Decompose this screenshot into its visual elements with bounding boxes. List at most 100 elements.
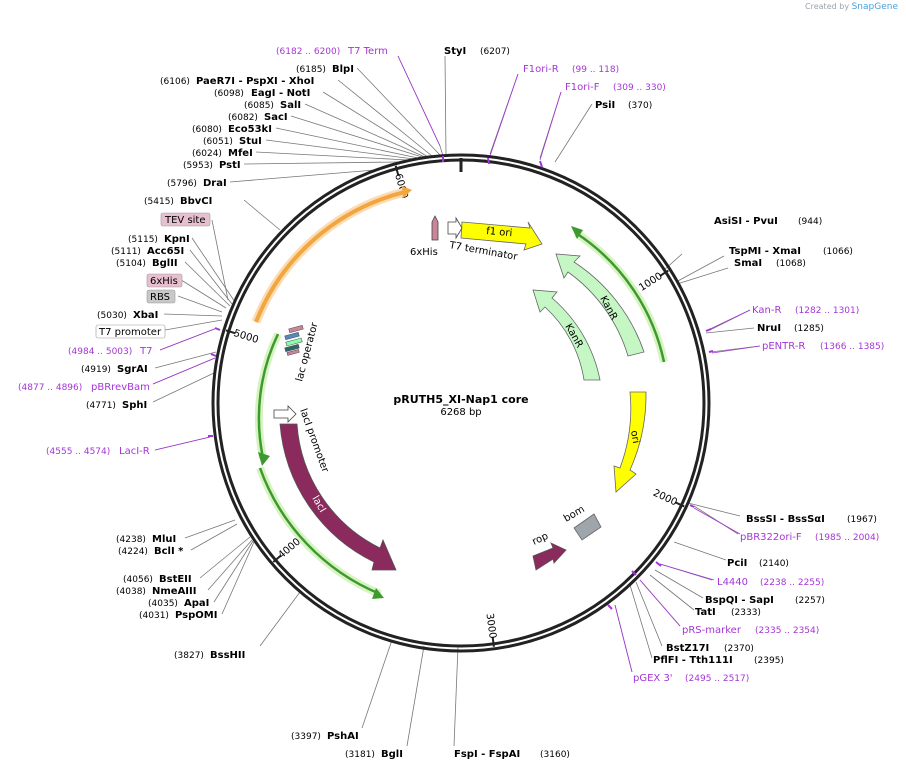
site-pos: (2140) <box>759 559 789 569</box>
tick-label: 1000 <box>637 271 664 294</box>
site-tth111i: PflFI - Tth111I <box>653 655 733 666</box>
primer-pbr322ori-f-pos: (1985 .. 2004) <box>815 533 879 543</box>
green-arc-left-lower-head <box>372 588 384 599</box>
site-pos: (1068) <box>776 259 806 269</box>
snapgene-brand: SnapGene <box>851 2 898 12</box>
site-pos: (6024) <box>192 149 222 159</box>
site-nmeaiii: NmeAIII <box>152 586 196 597</box>
green-arc-left-upper-glow <box>254 332 282 459</box>
site-psti: PstI <box>219 160 241 171</box>
his-mark <box>431 215 439 241</box>
site-pos: (6098) <box>214 89 244 99</box>
t7term-label: T7 terminator <box>447 240 519 263</box>
site-pos: (4035) <box>148 599 178 609</box>
site-styi: StyI <box>444 46 466 57</box>
site-smai: SmaI <box>734 258 762 269</box>
site-pspomi: PspOMI <box>175 610 217 621</box>
his-box-label: 6xHis <box>150 276 178 287</box>
site-bstz17i: BstZ17I <box>666 643 709 654</box>
site-pos: (370) <box>628 101 652 111</box>
tick-mark <box>491 636 495 647</box>
site-sapi: BspQI - SapI <box>705 595 774 606</box>
site-bbvci: BbvCI <box>180 196 212 207</box>
site-sali: SalI <box>280 100 301 111</box>
primer-f1ori-r-pos: (99 .. 118) <box>572 65 619 75</box>
tev-site-label: TEV site <box>164 215 206 226</box>
orange-feature-glow <box>251 187 407 324</box>
primer-kan-r-pos: (1282 .. 1301) <box>795 306 859 316</box>
f1-ori-arrow <box>460 221 543 251</box>
site-tati: TatI <box>695 607 716 618</box>
site-pos: (2257) <box>795 596 825 606</box>
tick-label: 3000 <box>483 613 497 640</box>
ori-arrow <box>613 391 647 493</box>
site-pos: (4771) <box>86 401 116 411</box>
site-pos: (1967) <box>847 515 877 525</box>
site-noti: EagI - NotI <box>251 88 310 99</box>
primer-pgex3-name: pGEX 3' <box>633 673 673 684</box>
laci-promoter-arrow <box>273 405 297 423</box>
f1-ori-label: f1 ori <box>486 226 513 239</box>
tick-mark <box>272 554 282 563</box>
site-pos: (6082) <box>228 113 258 123</box>
primer-t7-name: T7 <box>139 346 152 357</box>
plasmid-size: 6268 bp <box>440 407 481 418</box>
primer-f1ori-f-pos: (309 .. 330) <box>613 83 666 93</box>
site-pos: (4224) <box>118 547 148 557</box>
primer-t7term-pos: (6182 .. 6200) <box>276 47 340 57</box>
site-pos: (4038) <box>116 587 146 597</box>
site-pos: (5104) <box>116 259 146 269</box>
primer-t7term-name: T7 Term <box>347 46 388 57</box>
site-pos: (5030) <box>97 311 127 321</box>
site-kpni: KpnI <box>164 234 190 245</box>
site-pos: (1066) <box>823 247 853 257</box>
site-pos: (2370) <box>724 644 754 654</box>
green-arc-right-head <box>571 226 583 239</box>
site-drai: DraI <box>203 178 227 189</box>
site-pos: (3160) <box>540 750 570 760</box>
site-stui: StuI <box>239 136 262 147</box>
site-pos: (3827) <box>174 651 204 661</box>
primer-pentr-r-name: pENTR-R <box>762 341 805 352</box>
primer-pbr322ori-f-name: pBR322ori-F <box>740 532 802 543</box>
site-bcli: BclI * <box>154 546 184 557</box>
lac-operator-stack <box>284 324 304 356</box>
site-eco53ki: Eco53kI <box>228 124 272 135</box>
primer-prs-marker-pos: (2335 .. 2354) <box>755 626 819 636</box>
site-pos: (6085) <box>244 101 274 111</box>
site-pos: (4238) <box>116 535 146 545</box>
site-mlui: MluI <box>152 534 176 545</box>
tick-mark <box>659 269 669 277</box>
kanr-inner-arrow <box>532 289 601 381</box>
green-arc-left-lower <box>258 467 381 596</box>
rbs-box-label: RBS <box>150 292 170 303</box>
leader-lines <box>152 55 761 747</box>
primer-kan-r-name: Kan-R <box>752 305 781 316</box>
tick-label: 2000 <box>651 488 679 509</box>
site-pos: (6051) <box>203 137 233 147</box>
site-xhoi: PaeR7I - PspXI - XhoI <box>196 76 314 87</box>
rop-arrow <box>532 542 567 571</box>
site-bsteii: BstEII <box>159 574 192 585</box>
ori-label: ori <box>628 430 641 445</box>
primer-f1ori-f-name: F1ori-F <box>565 82 600 93</box>
primer-pgex3-pos: (2495 .. 2517) <box>685 674 749 684</box>
site-pos: (4056) <box>123 575 153 585</box>
right-labels: StyI (6207) F1ori-R (99 .. 118) F1ori-F … <box>444 46 884 760</box>
site-saci: SacI <box>264 112 288 123</box>
green-arc-left-upper <box>257 333 280 459</box>
green-arc-left-lower-glow <box>256 466 382 598</box>
t7term-mark <box>447 216 463 240</box>
primer-prs-marker-name: pRS-marker <box>682 625 742 636</box>
site-fspai: FspI - FspAI <box>454 749 520 760</box>
credit-text: Created by <box>805 2 850 11</box>
primer-laci-r-name: LacI-R <box>119 446 150 457</box>
site-mfei: MfeI <box>228 148 253 159</box>
primer-laci-r-pos: (4555 .. 4574) <box>46 447 110 457</box>
site-pos: (3181) <box>345 750 375 760</box>
site-pos: (5415) <box>144 197 174 207</box>
site-psii: PsiI <box>595 100 615 111</box>
site-acc65i: Acc65I <box>147 246 184 257</box>
tick-label: 5000 <box>232 328 260 346</box>
